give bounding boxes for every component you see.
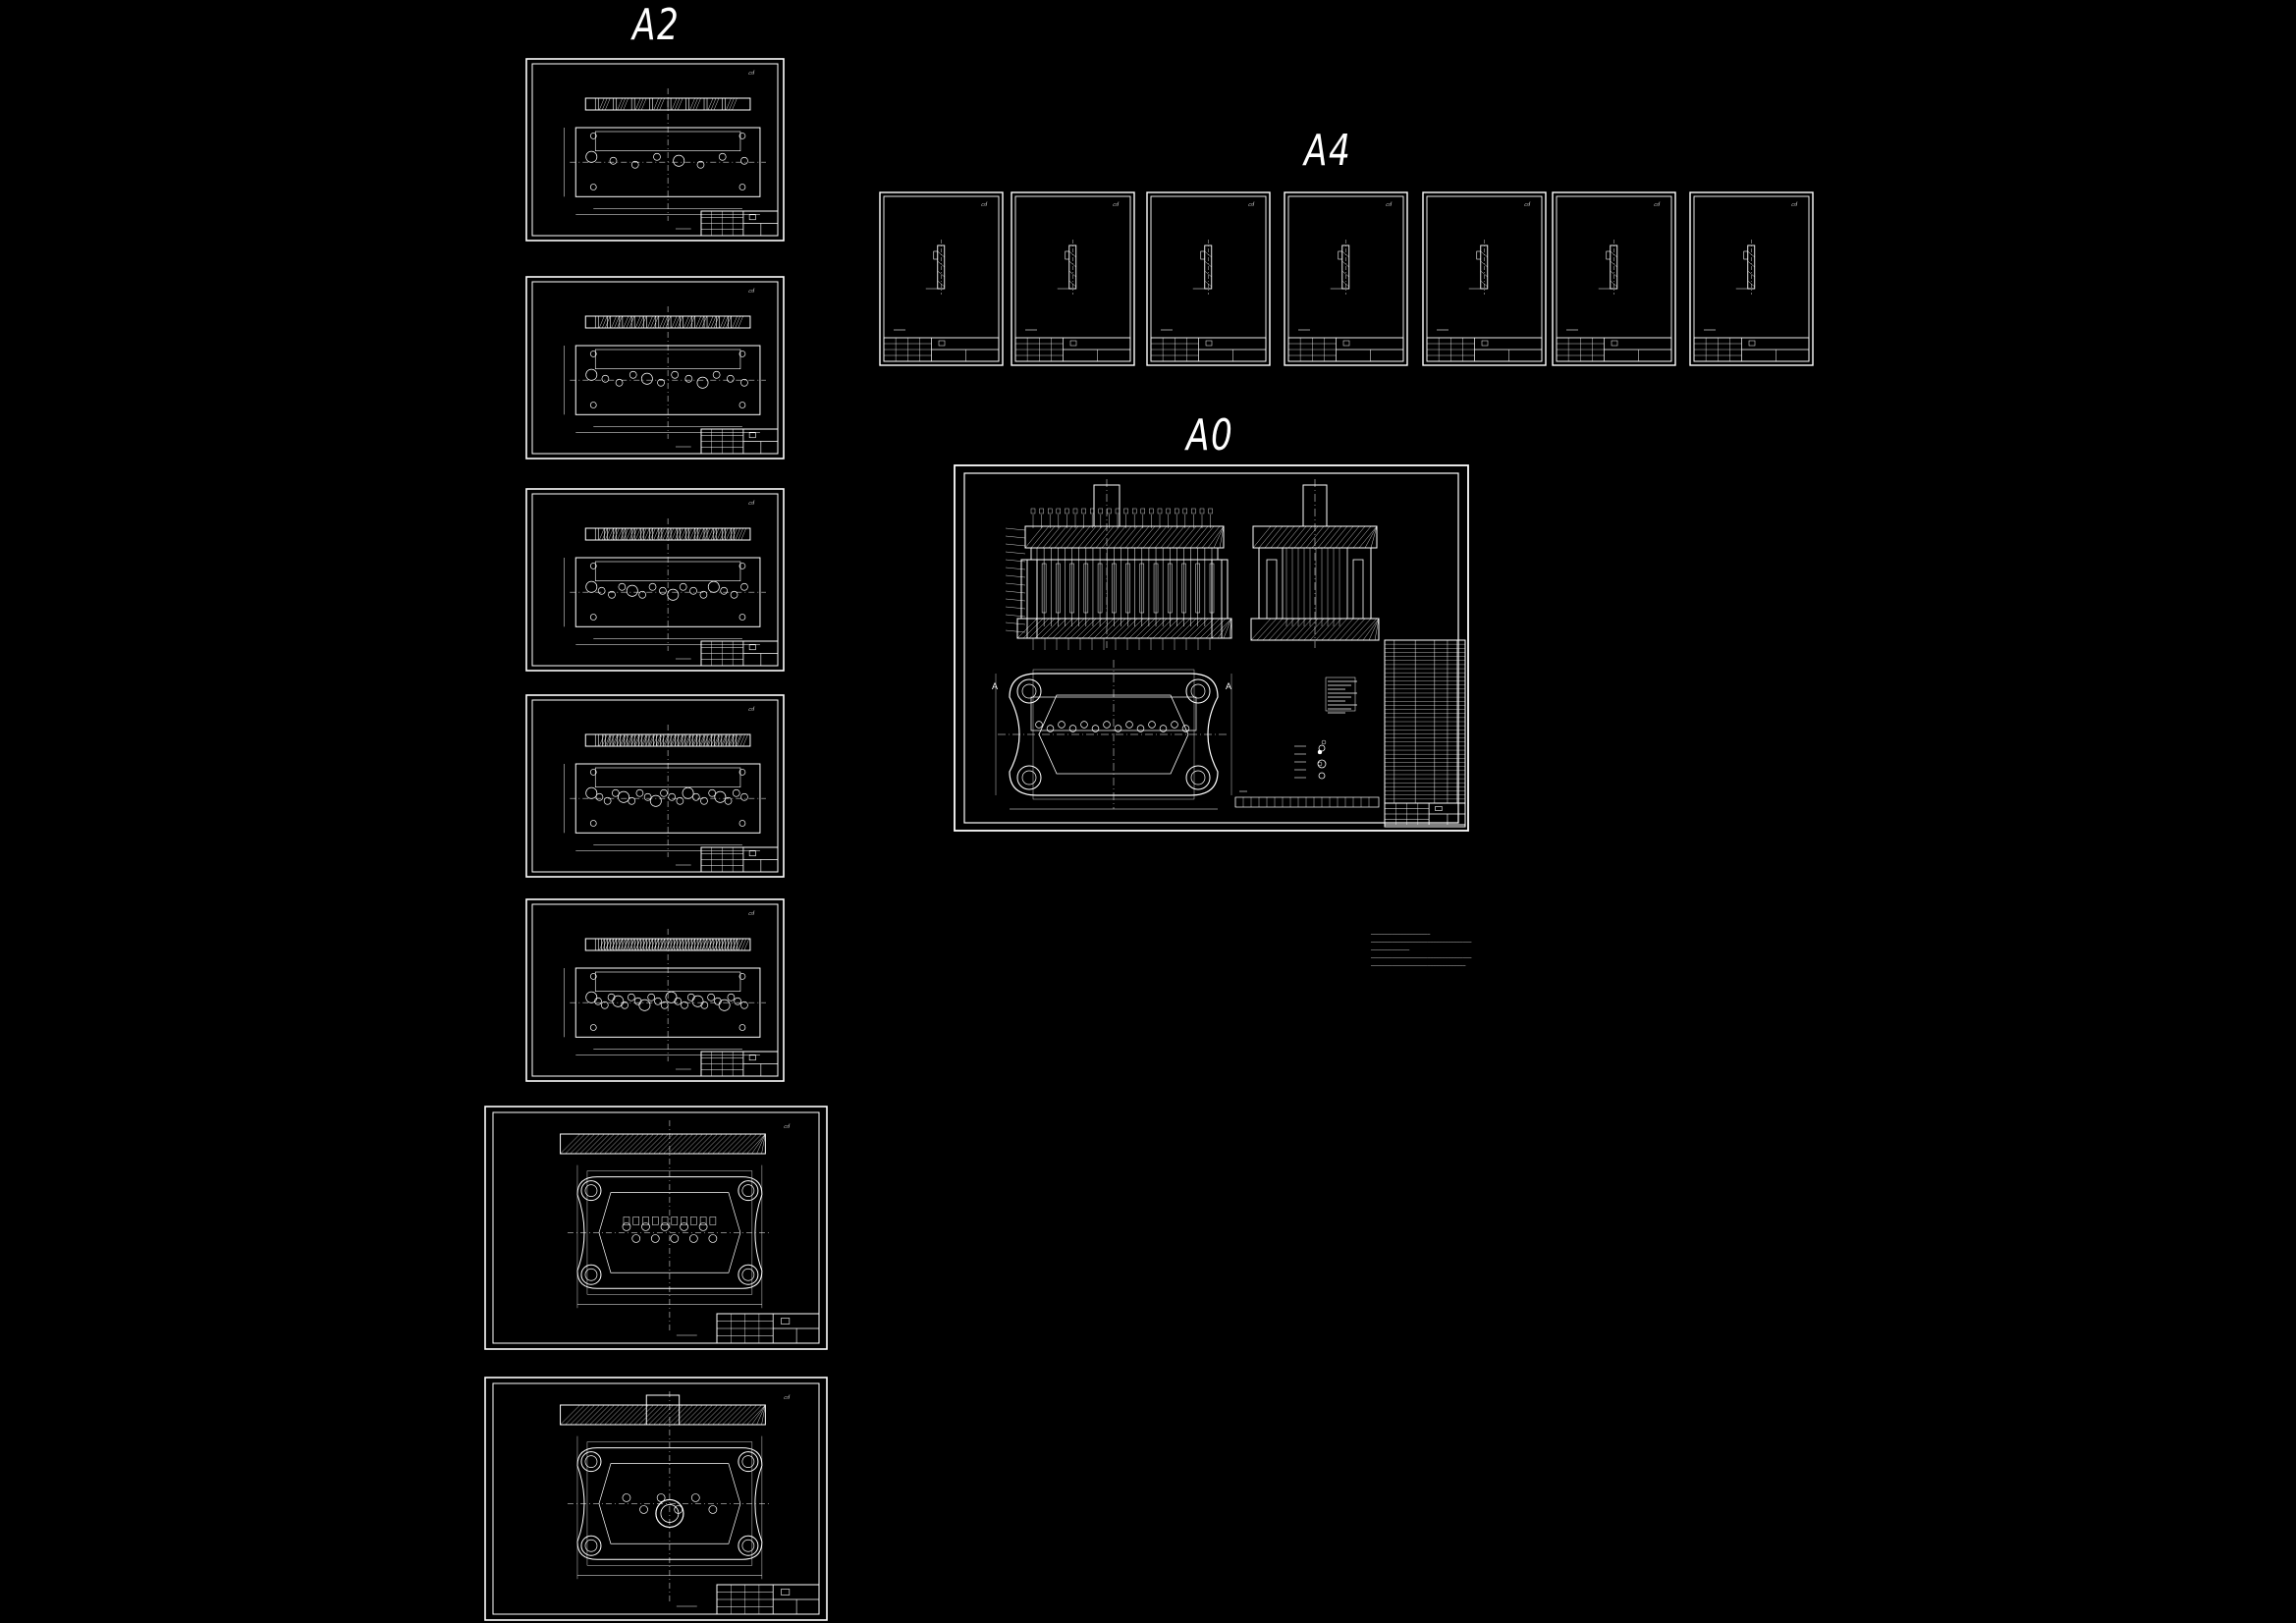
svg-text:▱/: ▱/ [748, 911, 755, 917]
svg-text:▱/: ▱/ [1113, 202, 1120, 208]
svg-text:▱/: ▱/ [1386, 202, 1393, 208]
a4-drawing-sheet[interactable]: ▱/ [1011, 191, 1135, 366]
svg-text:▱/: ▱/ [748, 289, 755, 295]
group-label-a2: A2 [632, 0, 681, 50]
svg-text:▱/: ▱/ [1248, 202, 1255, 208]
a2-drawing-sheet[interactable]: ▱/ [525, 694, 785, 878]
a2-drawing-sheet[interactable]: ▱/ [525, 58, 785, 242]
svg-text:▱/: ▱/ [1791, 202, 1798, 208]
a4-drawing-sheet[interactable]: ▱/ [1146, 191, 1271, 366]
svg-text:▱/: ▱/ [1654, 202, 1661, 208]
a4-drawing-sheet[interactable]: ▱/ [1689, 191, 1814, 366]
a4-drawing-sheet[interactable]: ▱/ [1552, 191, 1676, 366]
svg-text:▱/: ▱/ [784, 1124, 791, 1130]
a4-drawing-sheet[interactable]: ▱/ [879, 191, 1004, 366]
a2-drawing-sheet[interactable]: ▱/ [525, 898, 785, 1082]
a2-drawing-sheet[interactable]: ▱/ [525, 488, 785, 672]
a2-drawing-sheet[interactable]: ▱/ [484, 1377, 828, 1621]
svg-text:▱/: ▱/ [748, 501, 755, 507]
a2-drawing-sheet[interactable]: ▱/ [484, 1106, 828, 1350]
svg-text:▱/: ▱/ [1524, 202, 1531, 208]
a2-drawing-sheet[interactable]: ▱/ [525, 276, 785, 460]
svg-text:▱/: ▱/ [784, 1395, 791, 1401]
a2-sheet-column: ▱/ ▱/ ▱/ ▱/ ▱/ ▱/ ▱/ [484, 58, 828, 1621]
svg-text:▱/: ▱/ [981, 202, 988, 208]
group-label-a4: A4 [1304, 126, 1352, 176]
svg-text:▱/: ▱/ [748, 71, 755, 77]
technical-notes-text: ──────────────────── ───────────────────… [1371, 932, 1472, 969]
a4-sheet-row: ▱/ ▱/ ▱/ ▱/ ▱/ ▱/ ▱/ [879, 191, 1814, 366]
a4-drawing-sheet[interactable]: ▱/ [1284, 191, 1408, 366]
a4-drawing-sheet[interactable]: ▱/ [1422, 191, 1547, 366]
svg-text:▱/: ▱/ [748, 707, 755, 713]
group-label-a0: A0 [1186, 410, 1234, 460]
svg-text:A: A [992, 681, 998, 691]
svg-text:A: A [1226, 681, 1231, 691]
